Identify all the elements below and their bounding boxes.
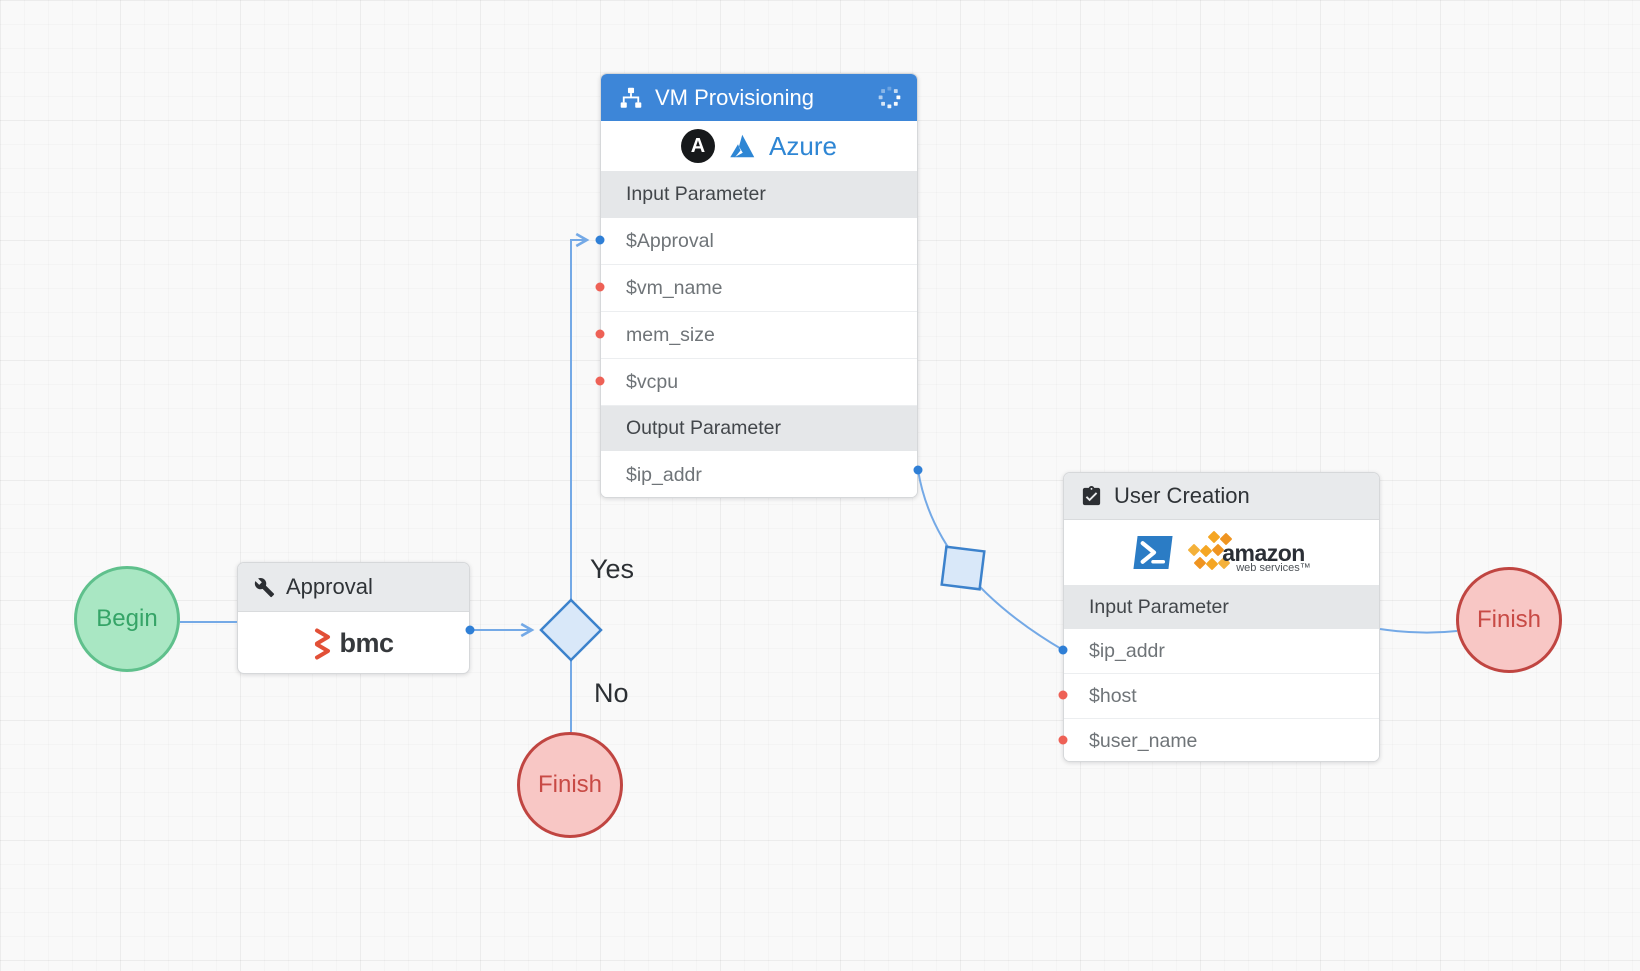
aws-web-services-label: web services™: [1236, 562, 1311, 574]
edge-user-creation-to-finish: [1379, 628, 1458, 634]
vm-provisioning-node[interactable]: VM Provisioning A: [600, 73, 918, 498]
spinner-icon: [878, 86, 901, 109]
user-creation-title: User Creation: [1114, 483, 1250, 508]
user-param-host[interactable]: $host: [1064, 674, 1379, 719]
aws-wordmark: amazon: [1222, 540, 1305, 566]
user-input-parameter-header: Input Parameter: [1064, 585, 1379, 629]
aws-logo: amazon web services™: [1184, 530, 1311, 576]
decision-diamond-approval[interactable]: [539, 598, 603, 662]
approval-body: bmc: [238, 612, 469, 673]
approval-node[interactable]: Approval bmc: [237, 562, 470, 674]
begin-label: Begin: [96, 605, 158, 632]
user-param-ip-addr[interactable]: $ip_addr: [1064, 629, 1379, 674]
edge-vm-to-user-creation: [917, 469, 1064, 651]
vm-input-parameter-header: Input Parameter: [601, 171, 917, 218]
vm-provisioning-header[interactable]: VM Provisioning: [601, 74, 917, 121]
clipboard-check-icon: [1082, 485, 1101, 505]
vm-provisioning-title: VM Provisioning: [655, 84, 814, 110]
finish-branch-label: Finish: [537, 771, 603, 798]
azure-label: Azure: [769, 130, 837, 161]
begin-node[interactable]: Begin: [74, 566, 180, 672]
no-branch-label: No: [594, 678, 629, 708]
wrench-icon: [254, 577, 275, 597]
aws-cubes-icon: [1188, 530, 1233, 570]
vm-param-mem-size[interactable]: mem_size: [601, 312, 917, 359]
vm-param-vm-name[interactable]: $vm_name: [601, 265, 917, 312]
bmc-chevrons-icon: [315, 628, 331, 659]
approval-title: Approval: [286, 574, 373, 599]
vm-param-vcpu[interactable]: $vcpu: [601, 359, 917, 406]
sitemap-icon: [620, 87, 642, 108]
finish-end-label: Finish: [1476, 606, 1542, 633]
vm-param-ip-addr[interactable]: $ip_addr: [601, 451, 917, 497]
user-creation-header[interactable]: User Creation: [1064, 473, 1379, 520]
user-integrations-row: amazon web services™: [1064, 520, 1379, 585]
vm-output-parameter-header: Output Parameter: [601, 406, 917, 451]
bmc-wordmark: bmc: [339, 628, 394, 658]
decision-diamond-provisioning[interactable]: [940, 545, 986, 591]
azure-icon: [730, 134, 755, 158]
edge-decision-yes-to-vm: [570, 232, 590, 600]
approval-header[interactable]: Approval: [238, 563, 469, 612]
vm-integrations-row: A Azure: [601, 121, 917, 171]
finish-node-end[interactable]: Finish: [1456, 567, 1562, 673]
ansible-icon: A: [681, 129, 716, 163]
ansible-letter: A: [690, 134, 706, 157]
bmc-logo: bmc: [313, 626, 394, 662]
user-creation-node[interactable]: User Creation: [1063, 472, 1380, 762]
finish-node-branch[interactable]: Finish: [517, 732, 623, 838]
powershell-icon: [1133, 536, 1173, 569]
user-param-user-name[interactable]: $user_name: [1064, 719, 1379, 761]
yes-branch-label: Yes: [590, 554, 635, 584]
vm-param-approval[interactable]: $Approval: [601, 218, 917, 265]
